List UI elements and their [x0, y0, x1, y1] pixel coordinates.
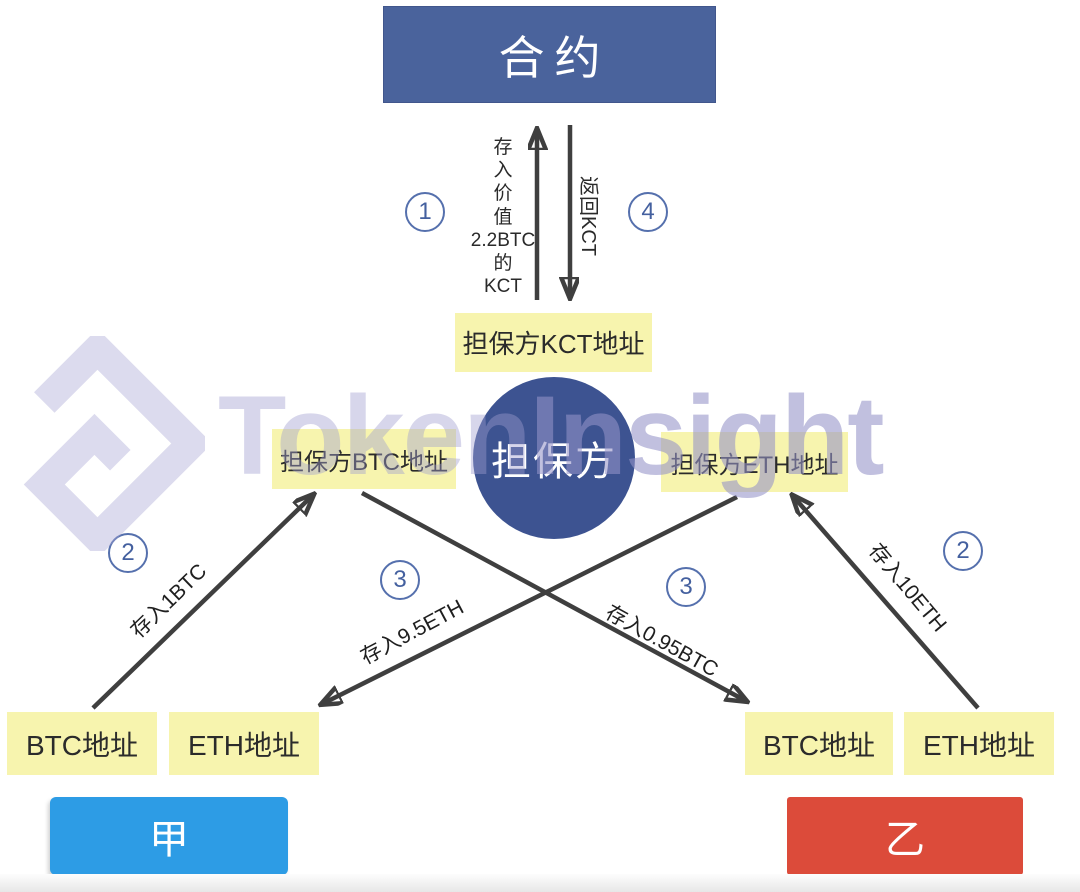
step-2-left-badge: 2 [108, 533, 148, 573]
deposit-9-5eth-label: 存入9.5ETH [356, 595, 468, 670]
arrow-deposit-10eth [793, 496, 980, 710]
step-3-left-badge: 3 [380, 560, 420, 600]
tokeninsight-logo-icon [23, 336, 205, 551]
party-a-eth-address-box: ETH地址 [169, 712, 319, 775]
contract-box: 合约 [383, 6, 716, 103]
return-kct-label: 返回KCT [577, 176, 599, 256]
step-3-right-badge: 3 [666, 567, 706, 607]
party-a-btc-address-box: BTC地址 [7, 712, 157, 775]
guarantor-circle: 担保方 [473, 377, 635, 539]
guarantor-btc-address-box: 担保方BTC地址 [272, 429, 456, 489]
party-b-eth-address-box: ETH地址 [904, 712, 1054, 775]
deposit-0-95btc-label: 存入0.95BTC [601, 600, 722, 682]
deposit-kct-label: 存 入 价 值 2.2BTC 的 KCT [470, 137, 536, 298]
guarantor-eth-address-box: 担保方ETH地址 [661, 432, 848, 492]
bottom-edge-fade [0, 874, 1080, 892]
step-4-badge: 4 [628, 192, 668, 232]
party-b-box: 乙 [787, 797, 1023, 875]
party-b-btc-address-box: BTC地址 [745, 712, 893, 775]
guarantor-kct-address-box: 担保方KCT地址 [455, 313, 652, 372]
deposit-10eth-label: 存入10ETH [864, 539, 951, 637]
arrow-deposit-1btc [91, 495, 313, 710]
step-2-right-badge: 2 [943, 531, 983, 571]
party-a-box: 甲 [50, 797, 288, 875]
step-1-badge: 1 [405, 192, 445, 232]
